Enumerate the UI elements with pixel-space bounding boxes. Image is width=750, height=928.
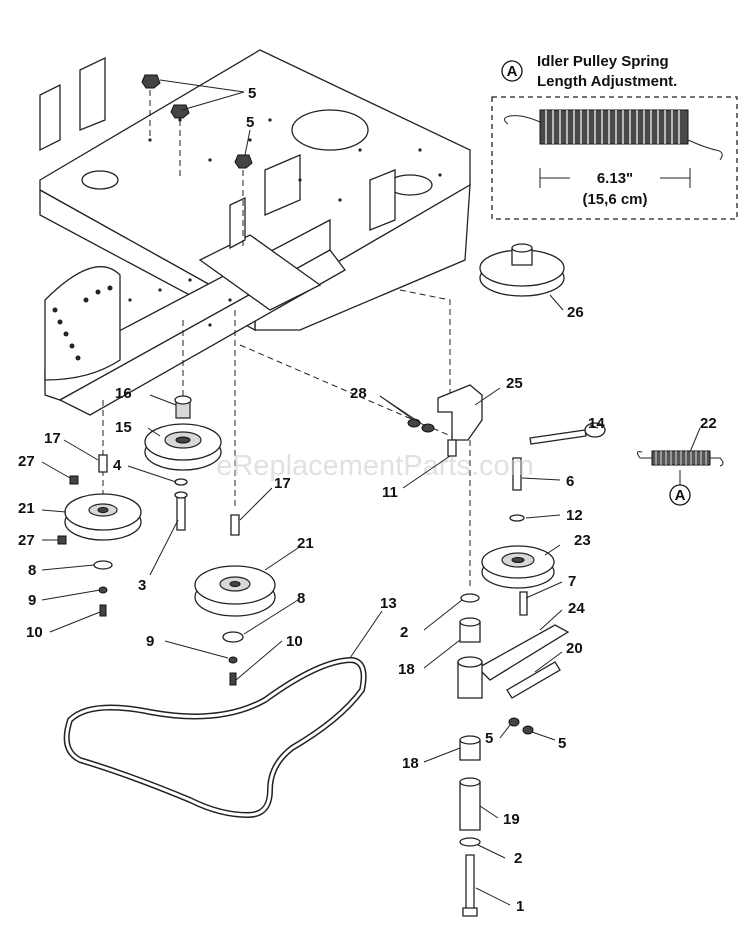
- pivot-stack: [457, 593, 483, 917]
- inset-dimension-cm: (15,6 cm): [582, 191, 647, 208]
- callout-21: 21: [18, 500, 35, 517]
- callout-17: 17: [274, 475, 291, 492]
- inset-marker: A: [507, 63, 518, 80]
- callout-2: 2: [400, 624, 408, 641]
- callout-10: 10: [286, 633, 303, 650]
- callout-9: 9: [146, 633, 154, 650]
- callout-5: 5: [246, 114, 254, 131]
- frame-nuts: [141, 74, 253, 169]
- pulley-21-center: [194, 514, 276, 686]
- leader-lines: [41, 79, 701, 906]
- callout-23: 23: [574, 532, 591, 549]
- callout-12: 12: [566, 507, 583, 524]
- spring-marker-label: A: [675, 487, 686, 504]
- callout-18: 18: [402, 755, 419, 772]
- centerlines: [102, 90, 471, 590]
- pulley-21-left: [57, 454, 142, 617]
- inset-dimension-in: 6.13": [597, 170, 633, 187]
- callout-25: 25: [506, 375, 523, 392]
- callout-20: 20: [566, 640, 583, 657]
- callout-8: 8: [297, 590, 305, 607]
- inset-spring-drawing: [504, 109, 723, 188]
- callout-28: 28: [350, 385, 367, 402]
- callout-26: 26: [567, 304, 584, 321]
- callout-labels: 5 5 16 15 4 3 17 27 21 27 8 9 10 17 21 8…: [18, 85, 717, 915]
- eyebolt-14: [529, 422, 606, 445]
- callout-8: 8: [28, 562, 36, 579]
- watermark: eReplacementParts.com: [216, 450, 534, 482]
- callout-18: 18: [398, 661, 415, 678]
- idler-pulley-23: [481, 457, 555, 589]
- callout-16: 16: [115, 385, 132, 402]
- inset-title-line2: Length Adjustment.: [537, 73, 677, 90]
- callout-1: 1: [516, 898, 524, 915]
- callout-3: 3: [138, 577, 146, 594]
- callout-13: 13: [380, 595, 397, 612]
- callout-4: 4: [113, 457, 122, 474]
- callout-27: 27: [18, 453, 35, 470]
- callout-5: 5: [485, 730, 493, 747]
- callout-6: 6: [566, 473, 574, 490]
- callout-19: 19: [503, 811, 520, 828]
- inset-marker-circle: [501, 60, 523, 82]
- callout-10: 10: [26, 624, 43, 641]
- callout-11: 11: [382, 484, 398, 501]
- callout-7: 7: [568, 573, 576, 590]
- spring-adjustment-inset: A Idler Pulley Spring Length Adjustment.: [491, 53, 738, 220]
- callout-14: 14: [588, 415, 605, 432]
- idler-pulley-15: [144, 395, 222, 531]
- inset-title-line1: Idler Pulley Spring: [537, 53, 669, 70]
- callout-21: 21: [297, 535, 314, 552]
- callout-27: 27: [18, 532, 35, 549]
- spring-marker: A: [669, 470, 691, 506]
- drive-belt-13: [63, 656, 367, 819]
- callout-15: 15: [115, 419, 132, 436]
- idler-arm-24: [476, 591, 570, 735]
- callout-24: 24: [568, 600, 585, 617]
- callout-5: 5: [248, 85, 256, 102]
- spring-22: [636, 450, 724, 467]
- callout-2: 2: [514, 850, 522, 867]
- callout-5: 5: [558, 735, 566, 752]
- mower-frame: [39, 49, 471, 416]
- pulley-26: [479, 243, 565, 297]
- callout-22: 22: [700, 415, 717, 432]
- callout-17: 17: [44, 430, 61, 447]
- bracket-25: [407, 384, 483, 457]
- callout-9: 9: [28, 592, 36, 609]
